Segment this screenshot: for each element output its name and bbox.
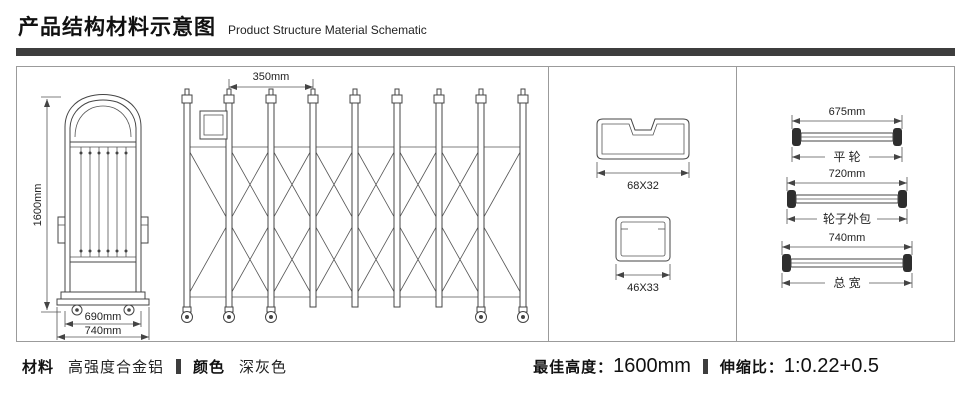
gate-control-box [199, 110, 228, 140]
profile-tube-label: 46X33 [627, 282, 659, 294]
separator-bar [702, 359, 708, 374]
best-height-label: 最佳高度： [533, 359, 614, 376]
page-title: 产品结构材料示意图 [18, 16, 216, 39]
separator-bar [176, 359, 182, 374]
dim-pillar-widths: 690mm 740mm [56, 307, 150, 340]
wheel-total-label: 总 宽 [833, 275, 860, 290]
wheel-outer-label: 轮子外包 [823, 212, 871, 226]
dim-top-label: 350mm [253, 71, 290, 83]
profile-cross-sections: 68X32 46X33 [596, 118, 690, 294]
wheels-section: 675mm 平 轮 720mm [736, 67, 954, 341]
dim-inner-label: 690mm [85, 311, 122, 323]
gate-pillar-front-view [56, 94, 150, 316]
dim-outer-label: 740mm [85, 325, 122, 337]
wheel-assembly-total: 740mm 总 宽 [781, 232, 913, 290]
dim-height-label: 1600mm [32, 184, 44, 227]
material-value: 高强度合金铝 [68, 359, 165, 376]
material-label: 材料 [22, 359, 55, 376]
diagram-panel: 1600mm [16, 66, 955, 342]
ratio-value: 1:0.22+0.5 [783, 355, 879, 377]
best-height-value: 1600mm [613, 355, 691, 377]
profiles-section: 68X32 46X33 [548, 67, 736, 341]
wheel-assembly-outer: 720mm 轮子外包 [786, 168, 908, 226]
spec-bar: 材料 高强度合金铝 颜色 深灰色 最佳高度： 1600mm 伸缩比： 1:0.2… [0, 342, 971, 378]
page-subtitle: Product Structure Material Schematic [228, 23, 427, 37]
header: 产品结构材料示意图 Product Structure Material Sch… [0, 0, 971, 45]
gate-wheels [181, 306, 529, 323]
wheel-assembly-flat: 675mm 平 轮 [791, 106, 903, 164]
wheel-outer-dim: 720mm [829, 168, 866, 180]
profile-rail-68x32: 68X32 [596, 118, 690, 192]
gate-section: 1600mm [17, 67, 548, 341]
wheel-flat-dim: 675mm [829, 106, 866, 118]
gate-posts [181, 88, 529, 308]
gate-structure-drawing: 1600mm [32, 71, 529, 340]
profile-tube-46x33: 46X33 [615, 216, 671, 294]
color-label: 颜色 [193, 359, 226, 376]
title-divider-bar [16, 48, 955, 56]
ratio-label: 伸缩比： [719, 359, 784, 376]
profile-rail-label: 68X32 [627, 180, 659, 192]
spec-bar-right: 最佳高度： 1600mm 伸缩比： 1:0.22+0.5 [533, 355, 955, 378]
dim-height: 1600mm [32, 96, 61, 313]
wheel-total-dim: 740mm [829, 232, 866, 244]
wheel-assemblies-drawing: 675mm 平 轮 720mm [781, 106, 913, 290]
wheel-flat-label: 平 轮 [833, 150, 860, 164]
color-value: 深灰色 [239, 359, 288, 376]
